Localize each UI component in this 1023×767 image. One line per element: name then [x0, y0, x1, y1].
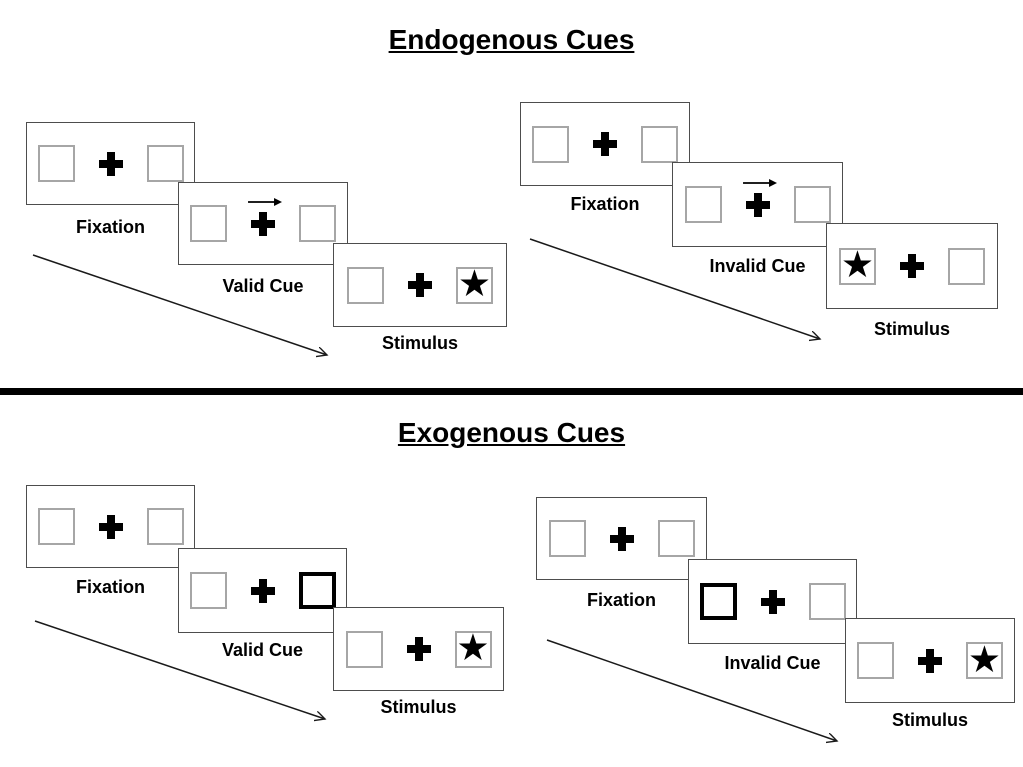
fixation-cross-icon [98, 151, 123, 176]
left-placeholder-box [532, 125, 569, 163]
card-stimulus: ★ [826, 223, 998, 309]
star-stimulus-icon: ★ [457, 262, 492, 305]
right-target-box: ★ [456, 262, 493, 305]
step-label-fixation: Fixation [570, 194, 640, 214]
left-target-box: ★ [839, 243, 876, 286]
card-fixation [26, 122, 195, 205]
left-placeholder-box [345, 630, 383, 668]
cue-arrow-right-icon [742, 178, 777, 187]
right-placeholder-box [657, 520, 695, 557]
star-stimulus-icon: ★ [967, 637, 1002, 681]
step-label-valid-cue: Valid Cue [221, 640, 304, 660]
fixation-cross-icon [609, 526, 634, 551]
right-placeholder-box [793, 186, 831, 223]
star-stimulus-icon: ★ [840, 243, 875, 286]
card-valid-cue [178, 548, 347, 633]
fixation-cross-icon [250, 578, 275, 603]
fixation-cross-icon [918, 648, 942, 673]
left-placeholder-box [190, 205, 227, 242]
left-placeholder-box [684, 186, 722, 223]
fixation-cross-icon [760, 589, 785, 614]
step-label-valid-cue: Valid Cue [222, 276, 304, 296]
step-label-fixation: Fixation [586, 590, 656, 610]
fixation-cross-icon [745, 192, 770, 217]
right-target-box: ★ [454, 626, 492, 669]
right-highlighted-cue-box [298, 572, 336, 609]
left-placeholder-box [37, 508, 75, 545]
card-stimulus: ★ [845, 618, 1015, 703]
step-label-invalid-cue: Invalid Cue [709, 256, 806, 276]
right-placeholder-box [299, 205, 336, 242]
section-title-endogenous: Endogenous Cues [388, 24, 635, 55]
card-invalid-cue [672, 162, 843, 247]
card-stimulus: ★ [333, 243, 507, 327]
step-label-stimulus: Stimulus [891, 710, 968, 730]
right-placeholder-box [146, 145, 184, 182]
step-label-stimulus: Stimulus [380, 697, 457, 717]
fixation-cross-icon [408, 273, 432, 297]
step-label-fixation: Fixation [75, 577, 145, 597]
cue-arrow-right-icon [248, 197, 283, 206]
step-label-stimulus: Stimulus [381, 333, 458, 353]
card-valid-cue [178, 182, 348, 265]
fixation-cross-icon [251, 211, 275, 236]
card-fixation [520, 102, 690, 186]
right-placeholder-box [146, 508, 184, 545]
fixation-cross-icon [593, 132, 617, 156]
right-target-box: ★ [966, 637, 1003, 681]
section-divider [0, 388, 1023, 395]
card-fixation [26, 485, 195, 568]
right-placeholder-box [808, 583, 846, 620]
left-placeholder-box [857, 642, 894, 679]
card-invalid-cue [688, 559, 857, 644]
step-label-fixation: Fixation [75, 217, 145, 237]
left-highlighted-cue-box [699, 583, 737, 620]
left-placeholder-box [189, 572, 227, 609]
right-placeholder-box [641, 125, 678, 163]
card-fixation [536, 497, 707, 580]
left-placeholder-box [37, 145, 75, 182]
section-title-exogenous: Exogenous Cues [397, 417, 626, 448]
star-stimulus-icon: ★ [456, 626, 490, 669]
card-stimulus: ★ [333, 607, 504, 691]
left-placeholder-box [548, 520, 586, 557]
right-placeholder-box [948, 247, 985, 285]
left-placeholder-box [347, 266, 384, 304]
fixation-cross-icon [98, 514, 123, 539]
step-label-stimulus: Stimulus [873, 319, 950, 339]
fixation-cross-icon [900, 254, 924, 278]
fixation-cross-icon [406, 637, 431, 661]
step-label-invalid-cue: Invalid Cue [724, 653, 821, 673]
